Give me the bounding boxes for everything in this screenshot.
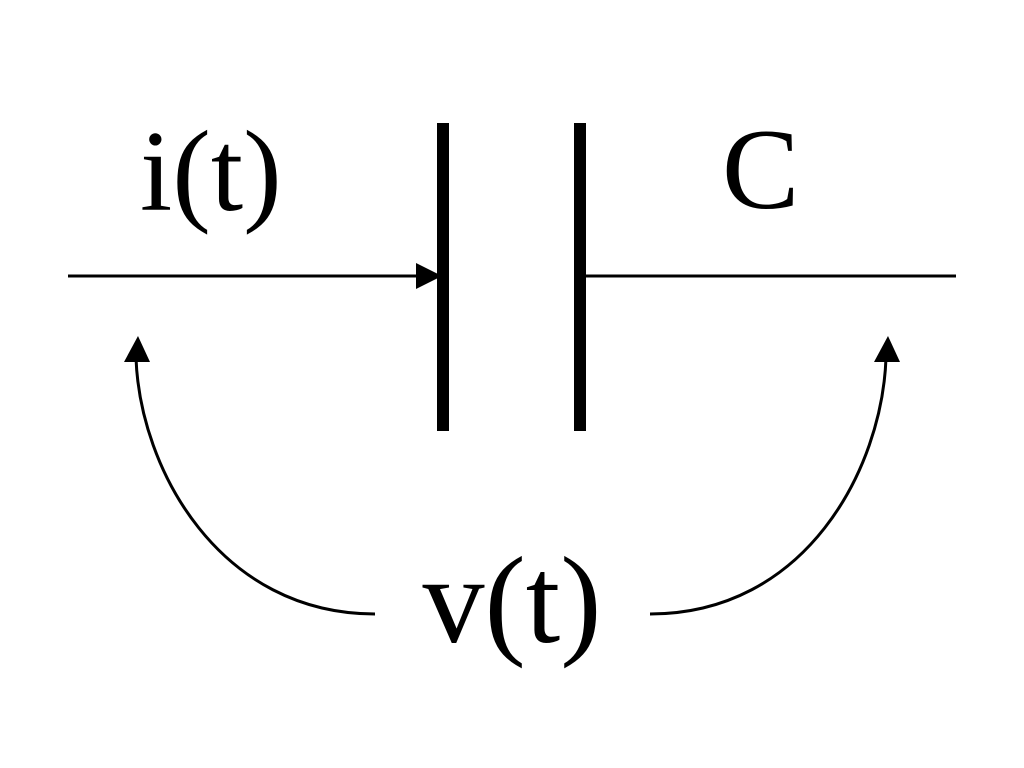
current-label: i(t) (140, 108, 282, 236)
voltage-label: v(t) (422, 532, 601, 669)
voltage-arrow-right-curve (649, 357, 888, 616)
current-arrowhead (416, 263, 442, 289)
voltage-arrow-left-head (124, 336, 150, 362)
voltage-arrow-right-head (874, 336, 900, 362)
voltage-arrow-left-curve (134, 357, 376, 616)
capacitance-label: C (722, 106, 799, 234)
